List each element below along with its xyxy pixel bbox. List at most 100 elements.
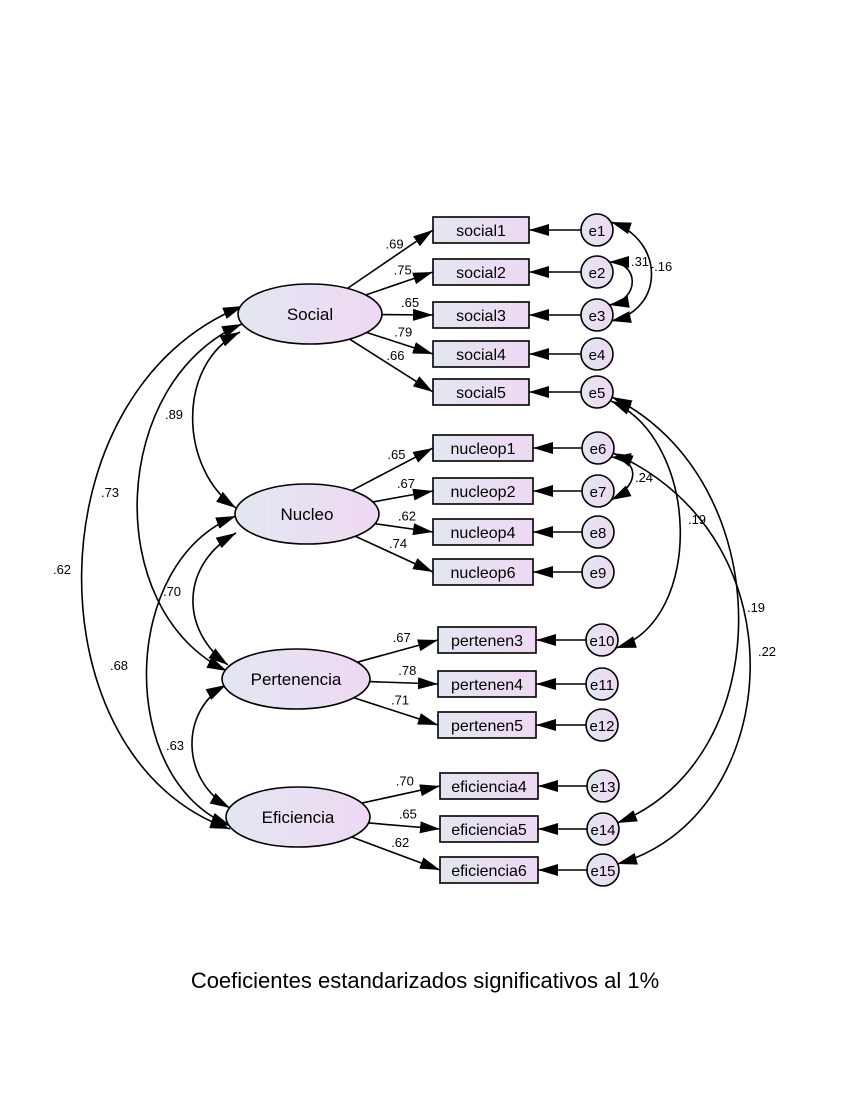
latent-node-nucleo bbox=[234, 483, 380, 545]
loading-value: .65 bbox=[387, 447, 405, 462]
loading-arrow bbox=[351, 836, 441, 871]
loading-arrow bbox=[357, 639, 439, 663]
figure-caption: Coeficientes estandarizados significativ… bbox=[190, 968, 660, 993]
error-node-e9 bbox=[581, 555, 615, 589]
error-label: e15 bbox=[590, 863, 615, 880]
error-node-e3 bbox=[580, 298, 614, 332]
error-node-e5 bbox=[580, 375, 614, 409]
loading-arrow bbox=[351, 447, 434, 492]
latent-node-social bbox=[237, 283, 383, 345]
indicator-box-nucleop6 bbox=[432, 558, 534, 586]
indicator-box-eficiencia6 bbox=[439, 856, 539, 884]
loading-value: .62 bbox=[398, 508, 416, 523]
error-label: e14 bbox=[590, 822, 615, 839]
latent-covariance-arc bbox=[191, 331, 241, 509]
indicator-label: eficiencia4 bbox=[451, 779, 527, 796]
loading-arrow bbox=[369, 677, 439, 690]
loading-value: .66 bbox=[386, 348, 404, 363]
error-label: e8 bbox=[590, 525, 607, 542]
loading-value: .79 bbox=[394, 324, 412, 339]
error-node-e11 bbox=[585, 667, 619, 701]
indicator-box-pertenen3 bbox=[437, 626, 537, 654]
error-label: e12 bbox=[589, 718, 614, 735]
error-label: e10 bbox=[589, 633, 614, 650]
latent-correlation-value: .89 bbox=[165, 407, 183, 422]
indicator-box-nucleop2 bbox=[432, 477, 534, 505]
error-label: e7 bbox=[590, 484, 607, 501]
indicator-box-eficiencia4 bbox=[439, 772, 539, 800]
indicator-box-nucleop1 bbox=[432, 434, 534, 462]
indicator-box-nucleop4 bbox=[432, 518, 534, 546]
latent-correlation-value: .68 bbox=[110, 658, 128, 673]
loading-arrow bbox=[361, 784, 441, 804]
indicator-box-eficiencia5 bbox=[439, 815, 539, 843]
latent-covariance-arc bbox=[145, 515, 237, 827]
error-label: e11 bbox=[590, 677, 614, 694]
indicator-label: social5 bbox=[456, 385, 506, 402]
error-node-e4 bbox=[580, 337, 614, 371]
error-covariance-arc bbox=[612, 452, 751, 865]
error-node-e8 bbox=[581, 515, 615, 549]
indicator-label: nucleop2 bbox=[451, 484, 516, 501]
loading-arrow bbox=[366, 331, 434, 355]
indicator-label: eficiencia6 bbox=[451, 863, 527, 880]
error-node-e13 bbox=[586, 769, 620, 803]
loading-value: .65 bbox=[401, 295, 419, 310]
loading-arrow bbox=[374, 522, 434, 536]
error-label: e3 bbox=[589, 308, 606, 325]
indicator-label: social3 bbox=[456, 308, 506, 325]
loading-arrow bbox=[368, 821, 441, 834]
loading-arrow bbox=[349, 338, 434, 393]
indicator-label: social1 bbox=[456, 223, 506, 240]
error-node-e6 bbox=[581, 431, 615, 465]
latent-node-eficiencia bbox=[225, 786, 371, 848]
indicator-label: nucleop6 bbox=[451, 565, 516, 582]
latent-covariance-arc bbox=[192, 532, 237, 666]
error-label: e6 bbox=[590, 441, 607, 458]
loading-value: .70 bbox=[396, 774, 414, 789]
error-node-e14 bbox=[586, 812, 620, 846]
latent-covariance-arc bbox=[191, 684, 231, 809]
latent-covariance-arc bbox=[80, 305, 244, 830]
loading-arrow bbox=[354, 535, 434, 573]
error-label: e5 bbox=[589, 385, 606, 402]
error-label: e13 bbox=[590, 779, 615, 796]
loading-value: .62 bbox=[391, 835, 409, 850]
loading-value: .75 bbox=[394, 262, 412, 277]
loading-value: .67 bbox=[397, 476, 415, 491]
latent-covariance-arc bbox=[136, 323, 243, 672]
latent-correlation-value: .63 bbox=[166, 738, 184, 753]
error-covariance-arc bbox=[610, 400, 682, 649]
indicator-box-social3 bbox=[432, 301, 530, 329]
loading-arrow bbox=[347, 229, 434, 290]
loading-arrow bbox=[365, 271, 434, 296]
error-label: e1 bbox=[589, 223, 606, 240]
indicator-box-pertenen4 bbox=[437, 670, 537, 698]
indicator-box-social4 bbox=[432, 340, 530, 368]
indicator-label: nucleop4 bbox=[451, 525, 516, 542]
indicator-label: social2 bbox=[456, 265, 506, 282]
loading-value: .65 bbox=[399, 806, 417, 821]
error-correlation-value: .24 bbox=[635, 470, 653, 485]
indicator-label: eficiencia5 bbox=[451, 822, 527, 839]
indicator-label: pertenen4 bbox=[451, 677, 523, 694]
error-covariance-arc bbox=[610, 221, 653, 323]
latent-label: Nucleo bbox=[281, 505, 334, 524]
indicator-label: pertenen5 bbox=[451, 718, 523, 735]
error-node-e1 bbox=[580, 213, 614, 247]
error-covariance-arc bbox=[611, 396, 740, 824]
error-node-e7 bbox=[581, 474, 615, 508]
indicator-box-social1 bbox=[432, 216, 530, 244]
error-correlation-value: .31 bbox=[631, 254, 649, 269]
latent-correlation-value: .73 bbox=[101, 485, 119, 500]
error-correlation-value: .19 bbox=[688, 512, 706, 527]
error-label: e9 bbox=[590, 565, 607, 582]
error-correlation-value: .22 bbox=[758, 644, 776, 659]
latent-label: Eficiencia bbox=[262, 808, 335, 827]
loading-value: .71 bbox=[391, 693, 409, 708]
loading-value: .69 bbox=[385, 236, 403, 251]
latent-label: Social bbox=[287, 305, 333, 324]
loading-value: .78 bbox=[398, 663, 416, 678]
indicator-box-pertenen5 bbox=[437, 711, 537, 739]
